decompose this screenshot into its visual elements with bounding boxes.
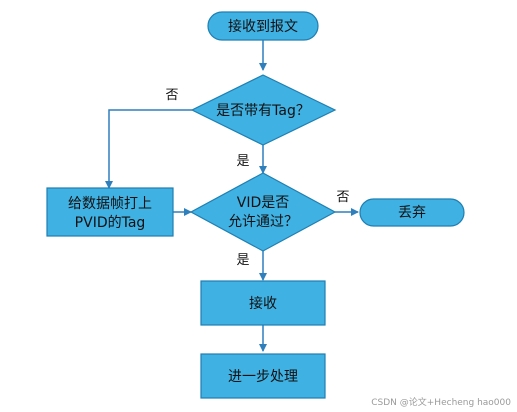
process-label: 进一步处理 (228, 369, 298, 385)
receive-label: 接收 (249, 295, 277, 312)
discard-node: 丢弃 (359, 198, 465, 227)
start-node-shape (207, 11, 319, 41)
process-node: 进一步处理 (200, 353, 326, 399)
connectors (105, 40, 359, 352)
tag-decision-label: 是否带有Tag？ (216, 103, 310, 119)
tag-decision-node: 是否带有Tag？ (190, 74, 337, 146)
vid-decision-label-line2: 允许通过？ (228, 214, 298, 230)
edge-tag-decision-no-to-tag-frame (105, 109, 192, 189)
process-shape (200, 353, 326, 399)
start-node: 接收到报文 (207, 11, 319, 41)
vid-decision-shape (189, 172, 337, 252)
receive-shape (200, 280, 326, 326)
discard-label: 丢弃 (398, 205, 426, 221)
receive-node: 接收 (200, 280, 326, 326)
tag-frame-node: 给数据帧打上 PVID的Tag (46, 187, 174, 237)
edge-label-vid-no: 否 (336, 190, 349, 205)
edge-label-vid-yes: 是 (236, 253, 249, 268)
watermark: CSDN @论文+Hecheng hao000 (371, 396, 511, 408)
edge-label-tag-yes: 是 (236, 154, 249, 169)
tag-frame-label-line1: 给数据帧打上 (68, 195, 152, 212)
tag-frame-label-line2: PVID的Tag (75, 215, 146, 231)
tag-decision-shape (190, 74, 337, 146)
vid-decision-label-line1: VID是否 (237, 195, 290, 211)
vid-decision-node: VID是否 允许通过？ (189, 172, 337, 252)
edge-label-tag-no: 否 (165, 88, 178, 103)
start-node-label: 接收到报文 (228, 18, 298, 35)
discard-shape (359, 198, 465, 227)
tag-frame-shape (46, 187, 174, 237)
